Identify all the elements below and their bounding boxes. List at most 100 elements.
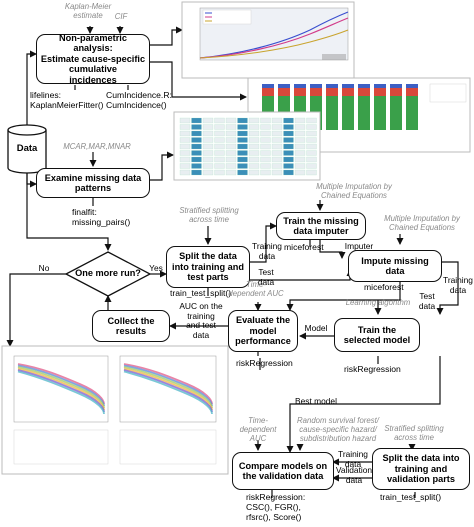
compare-validation-data-label: Validation data [335,465,373,485]
decision-diamond [64,251,152,297]
miss-cell [225,150,237,156]
auc-curve [123,364,213,407]
miss-cell [225,156,237,163]
miss-cell [260,163,271,169]
split-train-test-box: Split the data into training and test pa… [166,246,250,288]
bar-segment [406,96,418,130]
best-model-label: Best model [295,396,337,406]
miss-cell [202,169,214,176]
miss-cell [225,143,237,150]
miss-cell [214,124,225,130]
miss-cell [294,117,306,124]
train-riskregression-code: riskRegression [344,364,401,374]
bar-segment [406,88,418,96]
split-train-test-code: train_test_split() [170,288,232,298]
bar-segment [406,84,418,88]
non-parametric-analysis-box: Non-parametric analysis: Estimate cause-… [36,33,150,85]
train-imputer-box: Train the missing data imputer [276,212,366,240]
decision-label: One more run? [75,268,141,278]
auc-curve [123,367,213,411]
cif-note: CIF [114,12,128,21]
finalfit-code: finalfit: missing_pairs() [72,207,131,227]
miss-cell [306,156,317,163]
miss-cell [283,169,294,176]
compare-riskregression-code: riskRegression: CSC(), FGR(), rfsrc(), S… [246,492,306,522]
miss-cell [306,163,317,169]
auc-curve [17,363,105,405]
miss-cell [294,130,306,137]
split-train-val-code: train_test_split() [380,492,442,502]
miss-cell [191,143,202,150]
miss-cell [179,137,191,143]
impute-missing-box: Impute missing data [348,250,442,282]
miss-cell [237,169,248,176]
learning-algorithm-note: Learning algorithm [345,298,411,307]
cumincidence-code: CumIncidence.R: CumIncidence() [106,90,172,110]
bar-segment [278,84,290,88]
miss-cell [248,124,260,130]
miss-cell [237,156,248,163]
train-selected-model-box: Train the selected model [334,318,420,352]
miss-cell [271,169,283,176]
miss-cell [179,130,191,137]
miss-cell [271,137,283,143]
miss-cell [283,130,294,137]
miss-cell [225,124,237,130]
lifelines-code: lifelines: KaplanMeierFitter() [30,90,104,110]
miss-cell [179,163,191,169]
mice-note-impute: Multiple Imputation by Chained Equations [384,214,460,232]
bar-segment [294,88,306,96]
examine-missing-box: Examine missing data patterns [36,168,150,198]
bar-segment [262,88,274,96]
miss-cell [214,169,225,176]
miss-cell [191,124,202,130]
split-train-val-box: Split the data into training and validat… [372,448,470,490]
miss-cell [202,124,214,130]
miss-cell [179,117,191,124]
miss-cell [202,150,214,156]
auc-curve [123,363,213,405]
miss-cell [306,130,317,137]
miss-cell [260,117,271,124]
connector-lines [6,26,459,498]
split-training-data-label: Training data [252,241,282,261]
bar-segment [326,96,338,130]
miss-cell [260,150,271,156]
miss-cell [191,169,202,176]
miss-cell [179,150,191,156]
bar-segment [310,84,322,88]
auc-curve [17,370,105,415]
decision-yes-label: Yes [149,263,163,273]
miss-cell [191,150,202,156]
miss-cell [237,163,248,169]
miss-cell [306,150,317,156]
miss-cell [248,169,260,176]
compare-training-data-label: Training data [338,449,368,469]
miss-cell [214,150,225,156]
auc-curve [123,370,213,415]
impute-test-data-label: Test data [418,291,436,311]
miss-cell [237,137,248,143]
miss-cell [248,143,260,150]
bar-segment [326,88,338,96]
miss-cell [248,117,260,124]
impute-miceforest-code: miceforest [364,282,404,292]
miss-cell [283,163,294,169]
miss-cell [294,143,306,150]
miss-cell [225,130,237,137]
miss-cell [260,130,271,137]
bar-segment [342,84,354,88]
miss-cell [283,117,294,124]
miss-cell [306,124,317,130]
bar-segment [358,84,370,88]
miss-cell [191,156,202,163]
miss-cell [306,143,317,150]
miss-cell [271,124,283,130]
miss-cell [202,143,214,150]
miss-cell [225,169,237,176]
auc-results-label: AUC on the training and test data [179,301,223,340]
bar-segment [358,88,370,96]
miss-cell [202,130,214,137]
miss-cell [283,124,294,130]
